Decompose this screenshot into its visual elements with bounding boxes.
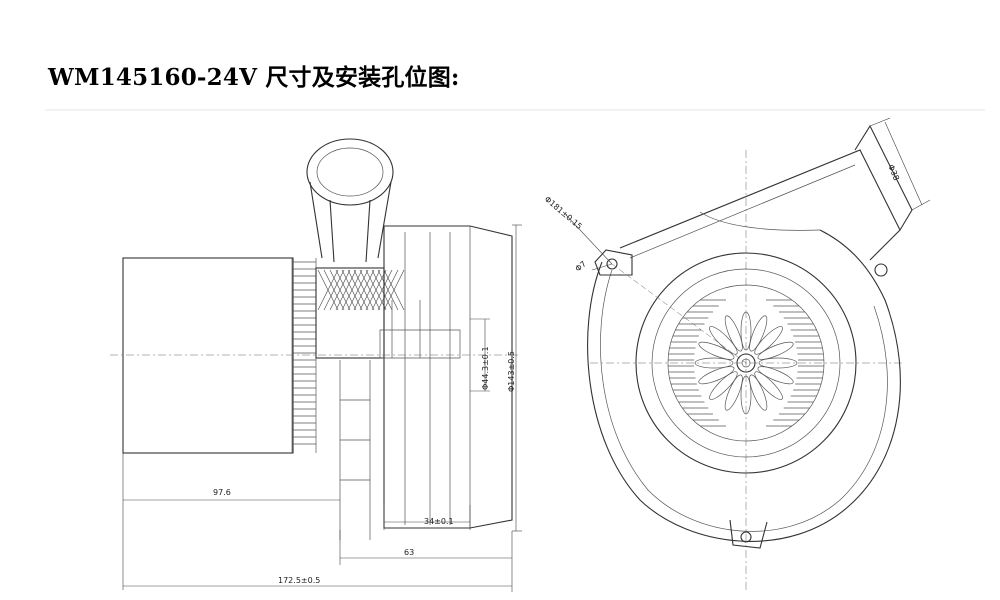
cooling-fins — [291, 258, 317, 453]
dim-length-34: 34±0.1 — [424, 517, 454, 526]
crosshatch — [317, 269, 405, 311]
motor-body — [122, 257, 294, 454]
side-view: Φ44.3±0.1 Φ143±0.5 97.6 34±0.1 63 172.5±… — [110, 138, 522, 592]
dim-length-total: 172.5±0.5 — [278, 576, 320, 585]
dim-hole-circle: Φ181±0.15 — [543, 195, 584, 232]
dim-outer-diameter: Φ143±0.5 — [507, 351, 516, 392]
front-view: Φ181±0.15 Φ7 Φ38 — [543, 117, 931, 590]
dim-outlet: Φ38 — [886, 163, 901, 182]
stator-slats — [668, 299, 824, 427]
dim-hole: Φ7 — [574, 259, 589, 273]
outlet-tube-inner — [316, 147, 384, 197]
volute-housing — [587, 229, 901, 542]
drawing-title: WM145160-24V 尺寸及安装孔位图: — [48, 64, 460, 91]
mounting-ear-bottom — [729, 519, 768, 549]
dim-length-63: 63 — [404, 548, 414, 557]
dim-inner-diameter: Φ44.3±0.1 — [481, 346, 490, 390]
impeller — [694, 311, 798, 415]
outlet-duct — [619, 149, 901, 261]
outlet-tube-end — [306, 138, 394, 206]
mounting-ear-left — [594, 249, 633, 276]
mounting-ear-right — [874, 263, 888, 277]
dim-length-97: 97.6 — [213, 488, 231, 497]
